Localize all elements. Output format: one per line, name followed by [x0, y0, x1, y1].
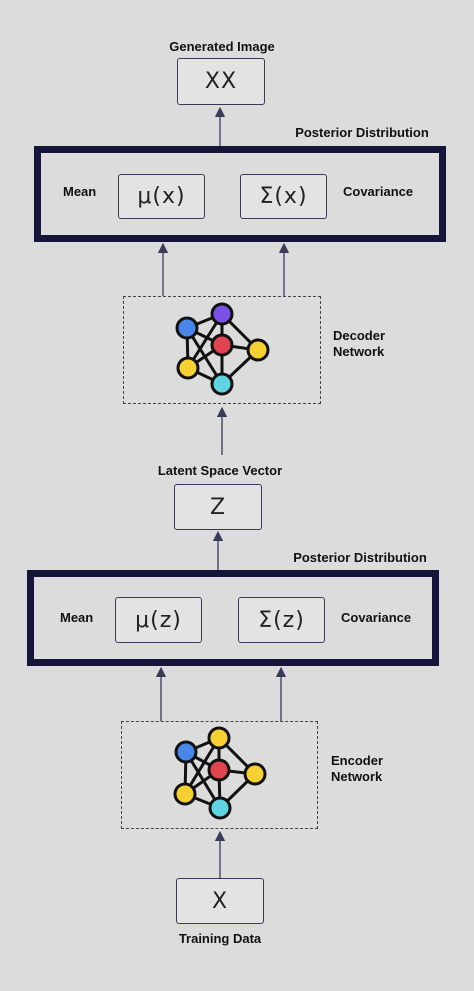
encoder-posterior-title: Posterior Distribution [293, 550, 427, 565]
generated-image-box: XX [177, 58, 265, 105]
decoder-network-box [123, 296, 321, 404]
decoder-posterior-title: Posterior Distribution [295, 125, 429, 140]
generated-image-label: Generated Image [169, 39, 275, 54]
decoder-network-label: Decoder Network [333, 328, 385, 360]
decoder-mean-box: μ(x) [118, 174, 205, 219]
encoder-posterior-box [27, 570, 439, 666]
decoder-covariance-label: Covariance [343, 184, 414, 199]
decoder-label-line1: Decoder [333, 328, 386, 343]
decoder-label-line2: Network [333, 344, 385, 359]
input-x-box: X [176, 878, 264, 924]
decoder-network-icon [175, 302, 270, 396]
training-data-label: Training Data [178, 931, 262, 946]
decoder-covariance-box: Σ(x) [240, 174, 327, 219]
decoder-mean-label: Mean [63, 184, 97, 199]
encoder-label-line1: Encoder [331, 753, 384, 768]
latent-z-box: Z [174, 484, 262, 530]
latent-space-label: Latent Space Vector [157, 463, 283, 478]
encoder-label-line2: Network [331, 769, 383, 784]
encoder-network-box [121, 721, 318, 829]
encoder-network-label: Encoder Network [331, 753, 383, 785]
encoder-network-icon [173, 726, 267, 820]
encoder-covariance-box: Σ(z) [238, 597, 325, 643]
encoder-covariance-label: Covariance [341, 610, 412, 625]
encoder-mean-label: Mean [60, 610, 94, 625]
encoder-mean-box: μ(z) [115, 597, 202, 643]
